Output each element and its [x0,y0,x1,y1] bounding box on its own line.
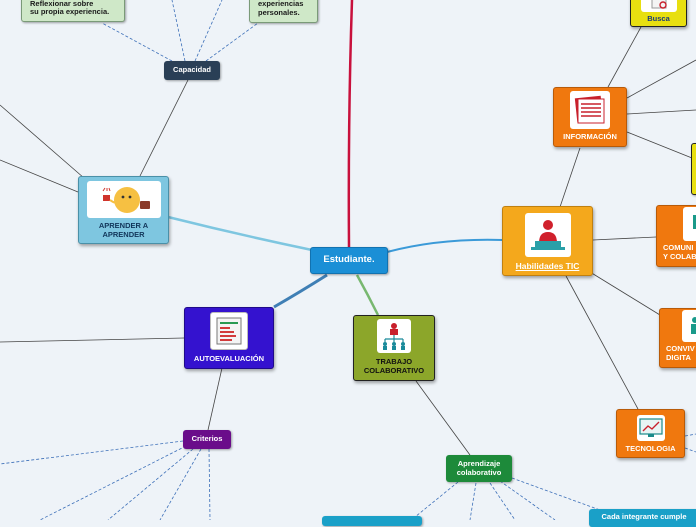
node-tecnologia[interactable]: TECNOLOGIA [616,409,685,458]
edge-center-autoeval [273,273,328,309]
node-convivencia-label: CONVIV DIGITA [666,344,695,362]
search-illustration-icon [640,0,677,12]
node-habilidades[interactable]: Habilidades TIC [502,206,593,276]
node-capacidad-label: Capacidad [173,65,211,75]
edge-aprender-left2 [0,159,79,193]
node-cada-integrante[interactable]: Cada integrante cumple [589,509,696,527]
edge-aprendizaje-d3 [489,482,516,520]
edge-capacidad-up1 [171,0,186,62]
edge-info-r3 [626,131,693,159]
edge-criterios-d1 [0,440,184,465]
node-aprender[interactable]: APRENDER A APRENDER [78,176,169,244]
node-trabajo[interactable]: TRABAJO COLABORATIVO [353,315,435,381]
edge-hab-convivencia [589,271,661,316]
edge-criterios-d5 [208,448,211,520]
chat-people-icon [683,207,696,241]
monitor-chart-icon [636,414,665,441]
document-stack-icon [570,90,610,129]
edge-aprendizaje-d4 [499,480,556,520]
node-right-yellow-partial[interactable] [691,143,696,195]
edge-hab-informacion [559,147,581,208]
checklist-icon [210,311,248,350]
edge-criterios-d2 [39,445,187,520]
learning-illustration-icon [86,181,161,218]
edge-info-r1 [626,59,696,99]
node-autoevaluacion[interactable]: AUTOEVALUACIÓN [184,307,274,369]
node-busca[interactable]: Busca [630,0,687,27]
edge-autoeval-left [0,337,185,343]
node-aprendizaje-label: Aprendizaje colaborativo [456,459,502,477]
node-estudiante[interactable]: Estudiante. [310,247,388,274]
edge-info-r2 [626,109,696,115]
edge-aprender-left1 [0,104,85,179]
person-laptop-icon [524,212,571,257]
edge-trabajo-aprendizaje [415,380,471,456]
edge-criterios-d4 [159,448,202,520]
edge-center-aprender [167,215,313,252]
node-reflexionar-label: Reflexionar sobre su propia experiencia. [30,0,110,16]
node-reflexionar[interactable]: Reflexionar sobre su propia experiencia. [21,0,125,22]
edge-autoeval-criterios [207,367,223,431]
edge-tec-r1 [684,433,696,437]
team-hierarchy-icon [377,319,411,353]
node-cada-label: Cada integrante cumple [601,512,687,521]
people-network-icon [682,310,696,342]
node-capacidad[interactable]: Capacidad [164,61,220,80]
edge-center-trabajo [355,274,380,316]
node-experiencias[interactable]: experiencias personales. [249,0,318,23]
node-aprendizaje[interactable]: Aprendizaje colaborativo [446,455,512,482]
edge-aprendizaje-d1 [414,481,459,518]
edge-criterios-d3 [107,448,194,520]
node-criterios[interactable]: Criterios [183,430,231,449]
node-habilidades-label: Habilidades TIC [515,260,580,271]
node-bottom-partial[interactable] [322,516,422,526]
edge-tec-r2 [684,447,696,453]
edge-hab-tecnologia [565,275,639,410]
node-trabajo-label: TRABAJO COLABORATIVO [363,357,425,375]
node-autoevaluacion-label: AUTOEVALUACIÓN [193,353,265,363]
edge-aprender-capacidad [139,79,189,177]
edge-capacidad-reflexionar [101,22,173,62]
edge-aprendizaje-cada [511,477,601,511]
edge-center-habilidades [386,238,504,253]
edge-capacidad-exp [205,22,259,62]
node-busca-label: Busca [647,13,670,23]
edge-capacidad-up2 [194,0,223,62]
node-comunicacion-label: COMUNI Y COLAB [663,243,696,261]
node-experiencias-label: experiencias personales. [258,0,304,17]
node-estudiante-label: Estudiante. [323,254,375,266]
edge-center-top [347,0,354,248]
node-informacion[interactable]: INFORMACIÓN [553,87,627,147]
node-comunicacion[interactable]: COMUNI Y COLAB [656,205,696,267]
node-aprender-label: APRENDER A APRENDER [98,221,149,239]
edge-info-busca [607,26,642,88]
edge-hab-comunicacion [592,236,657,241]
node-criterios-label: Criterios [191,434,223,444]
node-informacion-label: INFORMACIÓN [563,131,617,141]
node-tecnologia-label: TECNOLOGIA [625,443,676,453]
node-convivencia[interactable]: CONVIV DIGITA [659,308,696,368]
edge-aprendizaje-d2 [469,482,477,520]
